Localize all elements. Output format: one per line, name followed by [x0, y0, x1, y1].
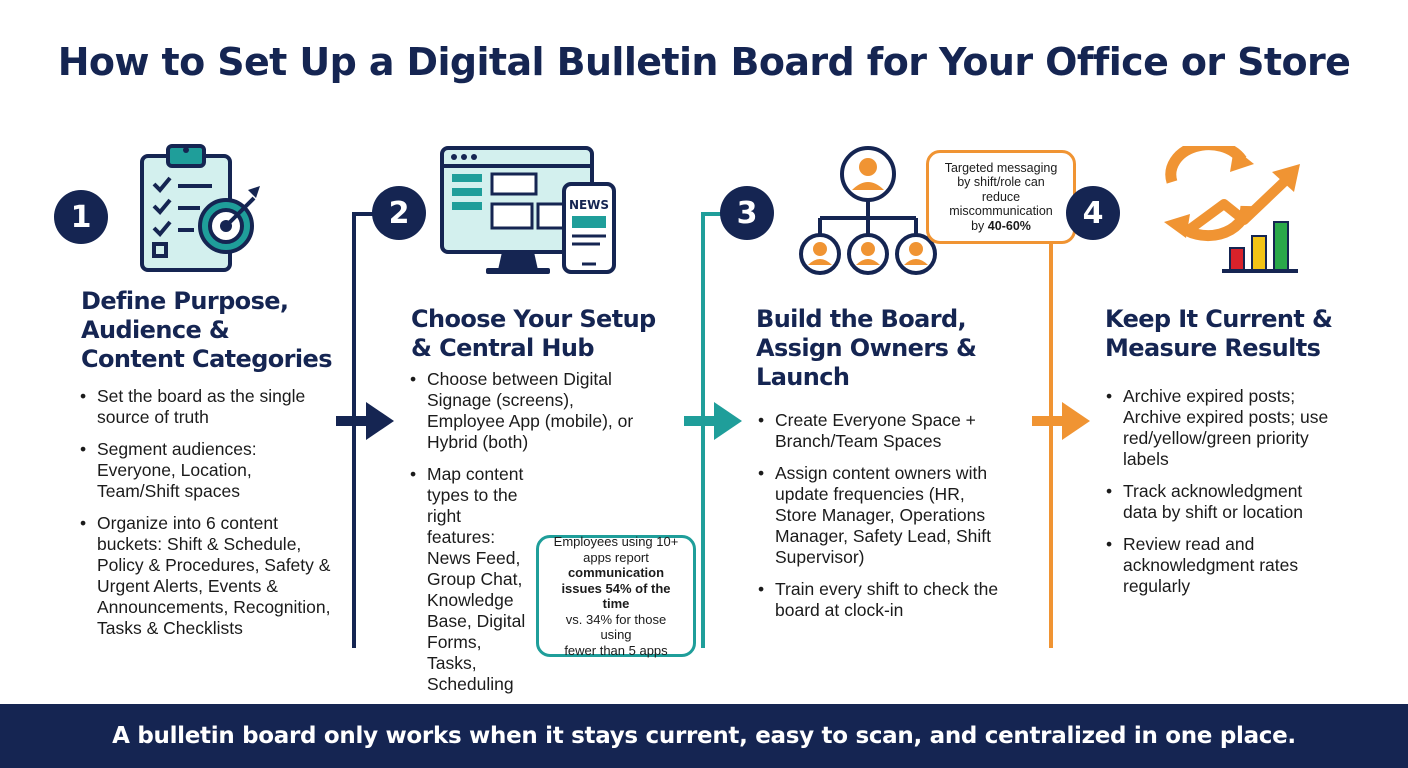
step-3-heading-line: Build the Board, — [756, 305, 967, 333]
step-2-divider-line — [352, 214, 356, 648]
list-item: Assign content owners with update freque… — [758, 463, 1002, 568]
list-item: Archive expired posts; Archive expired p… — [1106, 386, 1338, 470]
list-item: Review read and acknowledgment rates reg… — [1106, 534, 1338, 597]
step-4-bullets: Archive expired posts; Archive expired p… — [1106, 386, 1338, 608]
step-4-number: 4 — [1066, 186, 1120, 240]
step-1-number: 1 — [54, 190, 108, 244]
list-item: Create Everyone Space + Branch/Team Spac… — [758, 410, 1002, 452]
step-3-heading: Build the Board, Assign Owners & Launch — [756, 305, 977, 392]
targeted-messaging-callout: Targeted messaging by shift/role can red… — [926, 150, 1076, 244]
step-2-heading-line: & Central Hub — [411, 334, 595, 362]
list-item: Track acknowledgment data by shift or lo… — [1106, 481, 1338, 523]
step-2-divider-hook — [352, 212, 374, 216]
callout-text: by — [971, 218, 985, 233]
step-4-heading: Keep It Current & Measure Results — [1105, 305, 1333, 363]
step-4-divider-line — [1049, 244, 1053, 648]
step-1-heading-line: Audience & — [81, 316, 230, 344]
callout-text: fewer than 5 apps — [564, 642, 668, 658]
list-item: Organize into 6 content buckets: Shift &… — [80, 513, 336, 639]
step-3-number: 3 — [720, 186, 774, 240]
apps-stat-callout: Employees using 10+ apps report communic… — [536, 534, 696, 658]
callout-text: vs. 34% for those using — [565, 611, 667, 643]
step-4-heading-line: Keep It Current & — [1105, 305, 1333, 333]
step-1-bullets: Set the board as the single source of tr… — [80, 386, 336, 650]
step-3-heading-line: Launch — [756, 363, 850, 391]
callout-text: apps report — [583, 549, 649, 565]
callout-emphasis: issues 54% of the time — [561, 580, 671, 612]
callout-emphasis: 40-60% — [987, 218, 1031, 233]
step-4-heading-line: Measure Results — [1105, 334, 1321, 362]
list-item: Set the board as the single source of tr… — [80, 386, 336, 428]
step-3-divider-line — [701, 214, 705, 648]
arrow-right-icon — [336, 402, 394, 440]
news-label: NEWS — [569, 198, 609, 212]
footer-banner: A bulletin board only works when it stay… — [0, 704, 1408, 768]
step-2-heading-line: Choose Your Setup — [411, 305, 656, 333]
clipboard-target-icon — [140, 144, 260, 272]
step-1-heading: Define Purpose, Audience & Content Categ… — [81, 287, 333, 374]
list-item: Map content types to the right features:… — [410, 464, 530, 695]
step-3-heading-line: Assign Owners & — [756, 334, 977, 362]
monitor-phone-icon: NEWS — [440, 146, 616, 274]
step-2-bullets: Choose between Digital Signage (screens)… — [410, 369, 650, 706]
list-item: Choose between Digital Signage (screens)… — [410, 369, 650, 453]
step-2-number: 2 — [372, 186, 426, 240]
step-1-heading-line: Define Purpose, — [81, 287, 289, 315]
callout-text: by shift/role can — [957, 175, 1045, 190]
callout-text: Employees using 10+ — [553, 534, 679, 549]
footer-text: A bulletin board only works when it stay… — [112, 723, 1296, 749]
callout-text: Targeted messaging — [944, 160, 1058, 175]
refresh-growth-chart-icon — [1164, 146, 1300, 273]
arrow-right-icon — [1032, 402, 1090, 440]
callout-emphasis: communication — [567, 565, 665, 580]
callout-text: by 40-60% — [939, 219, 1063, 234]
callout-text: reduce — [981, 189, 1021, 204]
arrow-right-icon — [684, 402, 742, 440]
list-item: Segment audiences: Everyone, Location, T… — [80, 439, 336, 502]
step-1-heading-line: Content Categories — [81, 345, 333, 373]
page-title: How to Set Up a Digital Bulletin Board f… — [57, 40, 1351, 84]
callout-text: miscommunication — [949, 204, 1053, 219]
team-hierarchy-icon — [799, 146, 937, 275]
step-3-bullets: Create Everyone Space + Branch/Team Spac… — [758, 410, 1002, 632]
list-item: Train every shift to check the board at … — [758, 579, 1002, 621]
step-3-divider-hook — [701, 212, 723, 216]
step-2-heading: Choose Your Setup & Central Hub — [411, 305, 656, 363]
